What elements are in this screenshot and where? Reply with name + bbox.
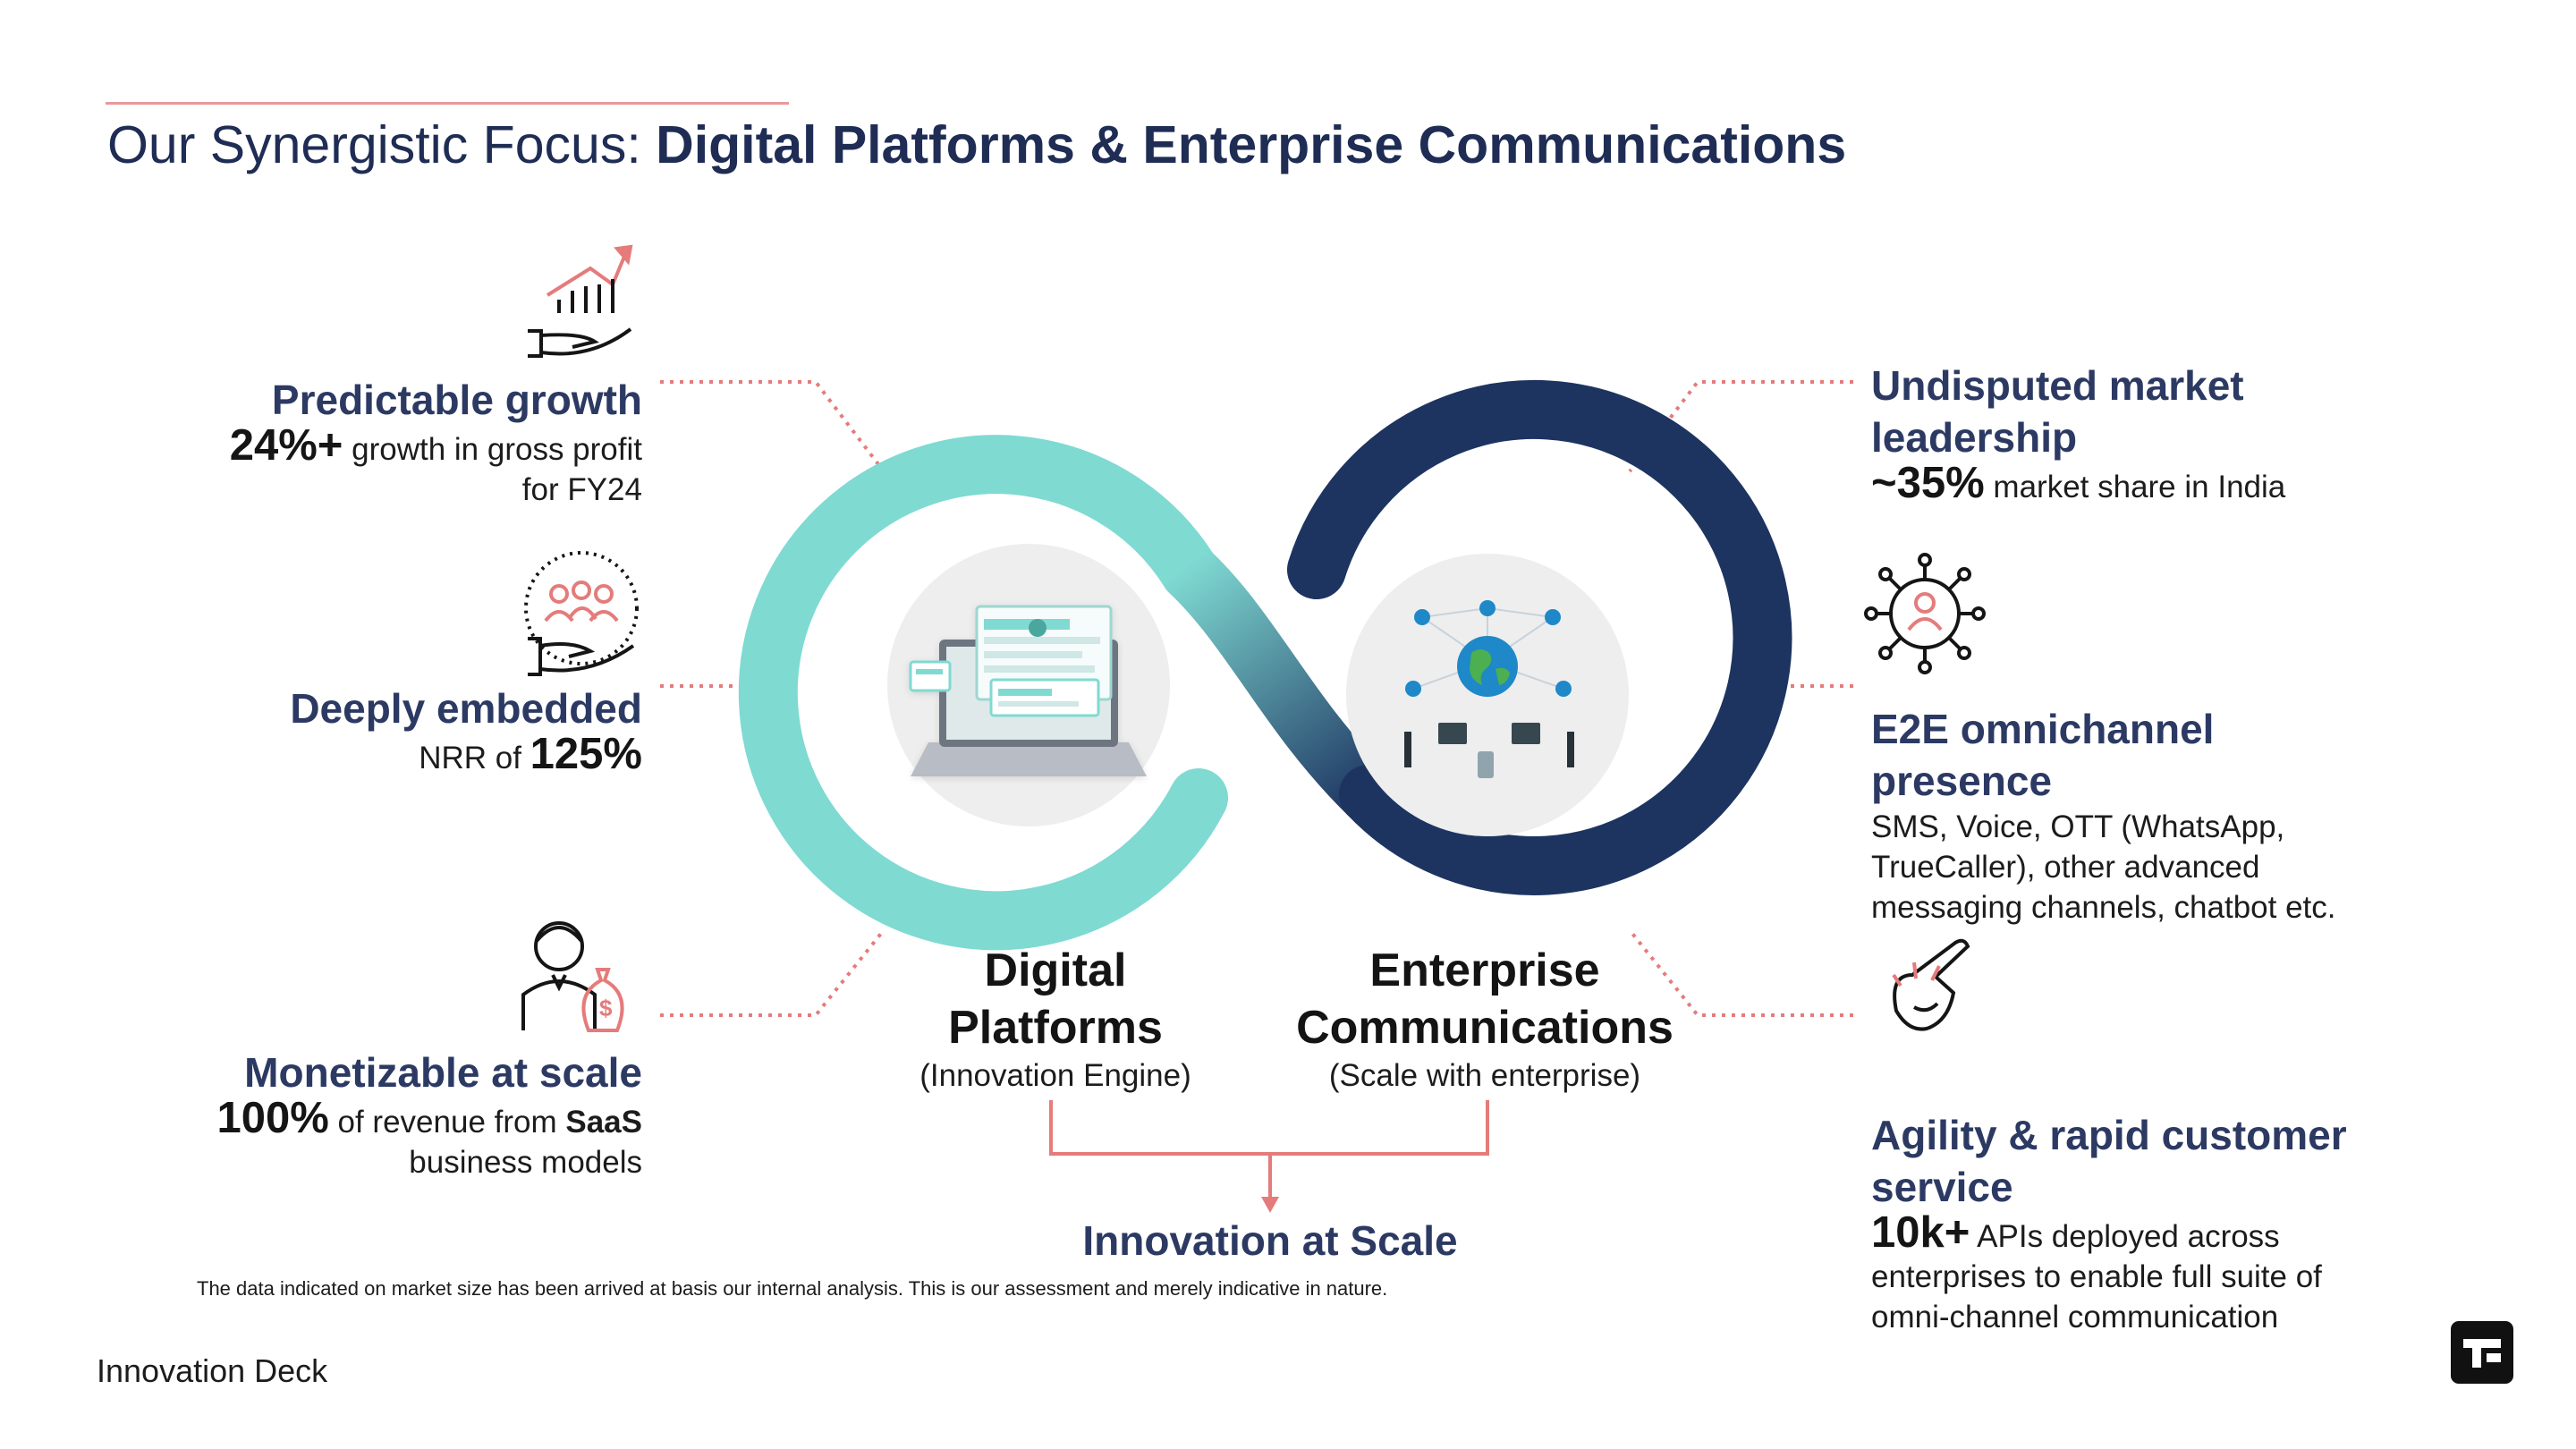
monetizable-title: Monetizable at scale xyxy=(244,1049,642,1096)
people-in-hand-icon xyxy=(524,551,639,676)
svg-text:$: $ xyxy=(599,995,613,1021)
page-title: Our Synergistic Focus: Digital Platforms… xyxy=(107,115,1847,174)
innovation-at-scale: Innovation at Scale xyxy=(1082,1217,1458,1264)
agility-title: Agility & rapid customer xyxy=(1871,1112,2347,1158)
market-leadership-title: Undisputed market xyxy=(1871,362,2244,409)
connector-lines xyxy=(660,380,1853,1017)
digital-platforms-label: Digital Platforms (Innovation Engine) xyxy=(919,945,1191,1093)
market-share-highlight: ~35% xyxy=(1871,459,1985,507)
brand-logo-icon xyxy=(2451,1321,2513,1384)
globe-network-icon xyxy=(1404,600,1574,778)
merge-arrow xyxy=(1049,1100,1489,1199)
infinity-navy-loop xyxy=(1287,380,1792,895)
infinity-crossing xyxy=(1160,542,1398,824)
title-accent-line xyxy=(106,102,789,105)
disclaimer-note: The data indicated on market size has be… xyxy=(197,1277,1388,1300)
infinity-teal-loop xyxy=(738,435,1228,951)
enterprise-comms-label: Enterprise Communications (Scale with en… xyxy=(1296,945,1674,1093)
arrow-head-icon xyxy=(1261,1197,1279,1213)
omnichannel-title: E2E omnichannel xyxy=(1871,706,2215,752)
predictable-growth-block: Predictable growth 24%+ growth in gross … xyxy=(161,374,642,510)
market-leadership-block: Undisputed market leadership ~35% market… xyxy=(1871,360,2497,507)
monetizable-block: Monetizable at scale 100% of revenue fro… xyxy=(89,1046,642,1182)
network-person-hub-icon xyxy=(1864,553,1986,674)
growth-highlight: 24%+ xyxy=(229,421,343,470)
omnichannel-block: E2E omnichannel presence SMS, Voice, OTT… xyxy=(1871,703,2533,928)
predictable-growth-title: Predictable growth xyxy=(271,377,642,423)
finger-snap-icon xyxy=(1892,938,1970,1031)
agility-block: Agility & rapid customer service 10k+ AP… xyxy=(1871,1109,2533,1337)
footer-label: Innovation Deck xyxy=(97,1352,328,1389)
apis-highlight: 10k+ xyxy=(1871,1208,1970,1257)
deeply-embedded-block: Deeply embedded NRR of 125% xyxy=(161,682,642,778)
nrr-highlight: 125% xyxy=(530,730,642,778)
businessman-money-bag-icon: $ xyxy=(521,921,624,1032)
growth-chart-hand-icon xyxy=(528,244,633,358)
laptop-dashboard-icon xyxy=(909,605,1147,776)
deeply-embedded-title: Deeply embedded xyxy=(290,685,642,732)
saas-highlight: 100% xyxy=(216,1094,329,1142)
